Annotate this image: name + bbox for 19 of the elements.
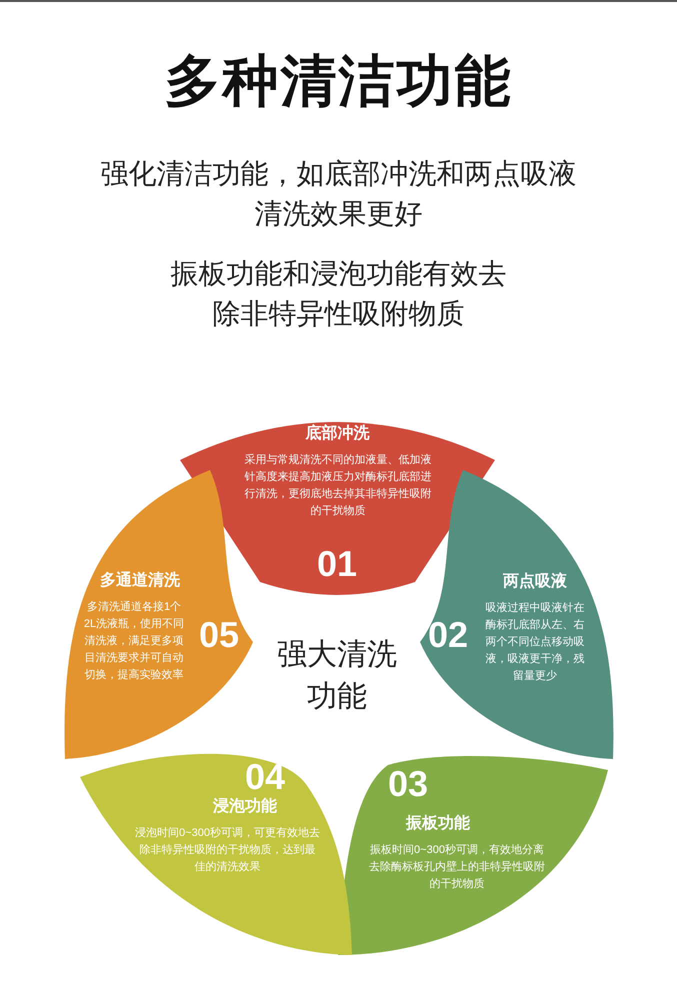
step-number: 05 — [199, 615, 240, 655]
petal-description: 多清洗通道各接1个2L洗液瓶，使用不同清洗液，满足更多项目清洗要求并可自动切换，提高实验效率 — [82, 600, 186, 683]
step-number: 02 — [428, 615, 468, 655]
subtitle: 振板功能和浸泡功能有效去除非特异性吸附物质 — [170, 257, 508, 331]
petal-heading: 底部冲洗 — [304, 424, 370, 444]
petal-heading: 振板功能 — [404, 814, 471, 834]
center-text: 强大清洗功能 — [272, 634, 402, 718]
petal-description: 采用与常规清洗不同的加液量、低加液针高度来提高加液压力对酶标孔底部进行清洗，更彻底地去掉其非特异性吸附的干扰物质 — [244, 452, 432, 519]
subtitle: 强化清洁功能，如底部冲洗和两点吸液清洗效果更好 — [100, 157, 578, 231]
petal-heading: 两点吸液 — [502, 572, 568, 592]
petal-heading: 浸泡功能 — [212, 797, 278, 817]
petal-description: 浸泡时间0~300秒可调，可更有效地去除非特异性吸附的干扰物质，达到最佳的清洗效果 — [135, 826, 320, 875]
step-number: 03 — [388, 764, 428, 804]
title: 多种清洁功能 — [164, 48, 514, 114]
step-number: 04 — [245, 757, 286, 797]
petal-description: 吸液过程中吸液针在酶标孔底部从左、右两个不同位点移动吸液，吸液更干净，残留量更少 — [484, 600, 586, 684]
petal-description: 振板时间0~300秒可调，有效地分离去除酶标板孔内壁上的非特异性吸附的干扰物质 — [368, 842, 546, 892]
petal-heading: 多通道清洗 — [99, 571, 181, 591]
step-number: 01 — [317, 544, 358, 584]
